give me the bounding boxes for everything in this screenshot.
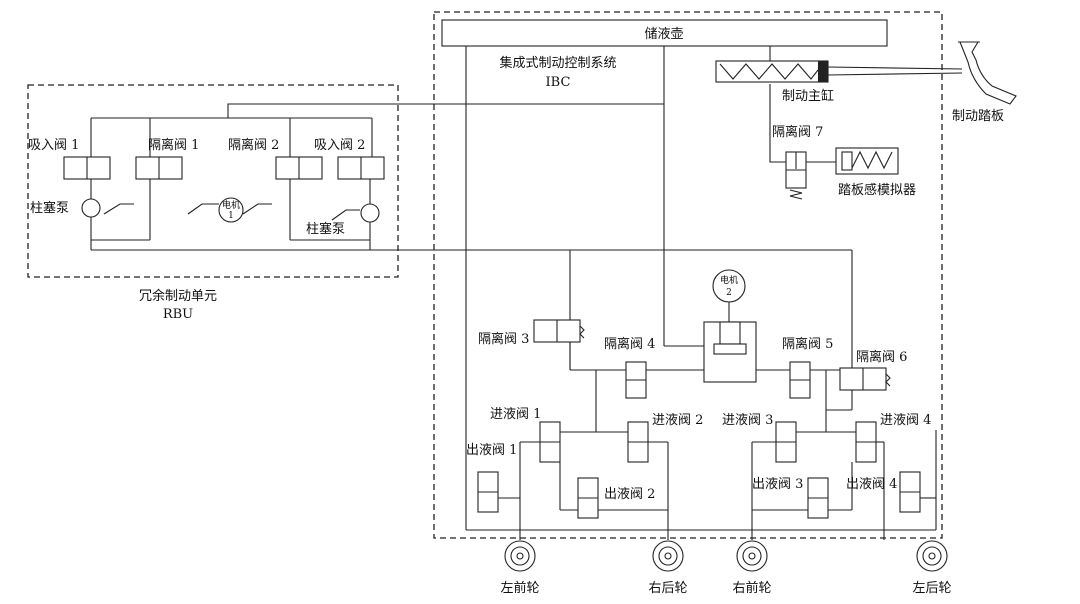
pedal-simulator-label: 踏板感模拟器 [838,182,916,198]
iso6-label: 隔离阀 6 [856,349,907,365]
outlet3-label: 出液阀 3 [752,477,803,492]
wheel-fl-label: 左前轮 [500,580,539,596]
iso5-label: 隔离阀 5 [782,336,833,352]
wheel-fr-icon [736,540,768,572]
wheel-fr-label: 右前轮 [732,580,771,596]
motor1-num: 1 [228,211,234,221]
ibc-boundary [433,11,943,539]
iso1-label: 隔离阀 1 [148,137,199,153]
ibc-title: 集成式制动控制系统 [499,55,616,71]
iso3-label: 隔离阀 3 [478,331,529,347]
motor2-num: 2 [726,288,732,298]
pump-right-label: 柱塞泵 [306,221,345,237]
suction2-label: 吸入阀 2 [314,138,365,153]
iso2-label: 隔离阀 2 [228,137,279,153]
inlet4-label: 进液阀 4 [880,413,931,428]
master-cylinder-spring [719,63,819,80]
master-cylinder-piston [818,61,828,82]
plunger-pump-right [360,203,380,223]
wheel-rl-label: 左后轮 [912,581,951,596]
rbu-title: 冗余制动单元 [139,288,217,304]
wheel-rr-label: 右后轮 [648,581,687,596]
motor1-label: 电机 [222,199,240,211]
outlet2-label: 出液阀 2 [604,487,655,502]
ibc-abbr: IBC [546,75,571,90]
motor2-label: 电机 [720,274,738,286]
brake-pedal-label: 制动踏板 [952,109,1004,124]
iso7-label: 隔离阀 7 [772,124,823,140]
suction1-label: 吸入阀 1 [28,138,79,153]
inlet1-label: 进液阀 1 [490,407,541,422]
inlet3-label: 进液阀 3 [722,413,773,428]
outlet1-label: 出液阀 1 [466,443,517,458]
plunger-pump-left [81,198,101,218]
rbu-boundary [27,84,399,278]
master-cylinder-label: 制动主缸 [782,88,834,104]
inlet2-label: 进液阀 2 [652,413,703,428]
iso4-label: 隔离阀 4 [604,336,655,352]
brake-pedal-icon [959,41,1017,105]
pump-left-label: 柱塞泵 [30,200,69,216]
wheel-fl-icon [504,540,536,572]
outlet4-label: 出液阀 4 [846,477,897,492]
wheel-rr-icon [652,540,684,572]
rbu-abbr: RBU [163,307,193,322]
reservoir-label: 储液壶 [644,27,683,42]
wheel-rl-icon [916,540,948,572]
motor1-icon [218,197,244,223]
